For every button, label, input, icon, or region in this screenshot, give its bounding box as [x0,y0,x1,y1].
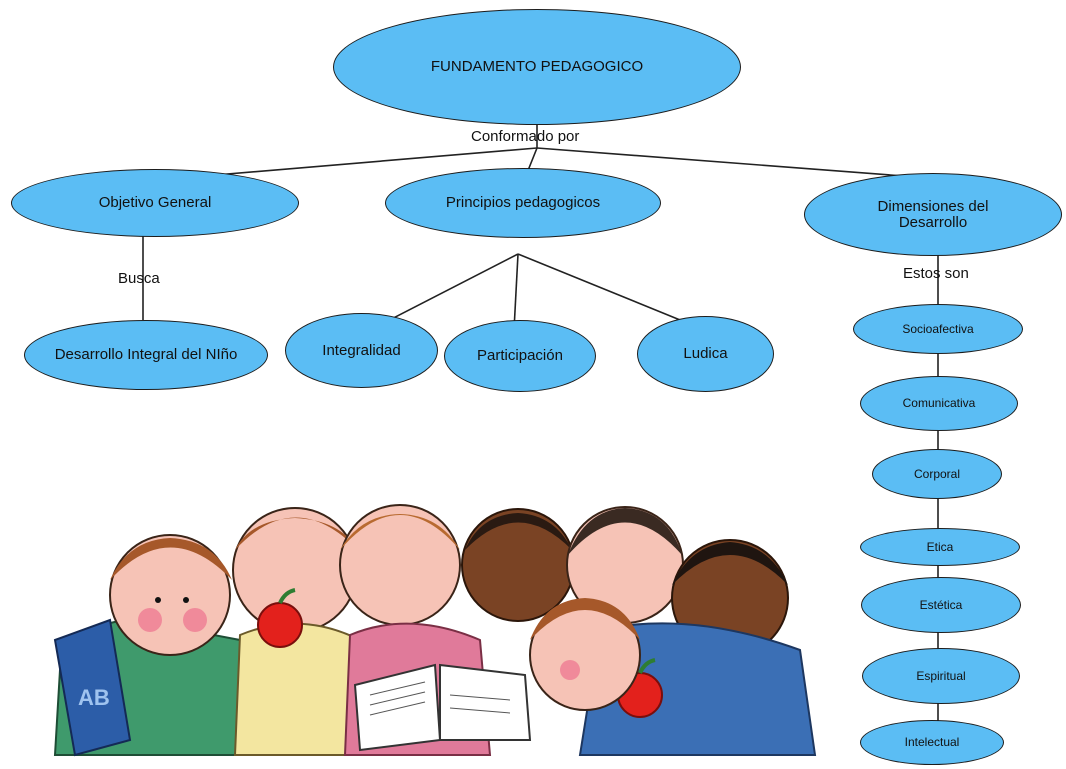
node-espiritual: Espiritual [862,648,1020,704]
node-principios-pedagogicos: Principios pedagogicos [385,168,661,238]
node-socioafectiva: Socioafectiva [853,304,1023,354]
link-label-busca: Busca [118,270,160,287]
apple-icons [257,588,663,718]
child-front-middle [529,598,641,711]
link-label-conformado: Conformado por [471,128,580,145]
link-principios-participacion [513,253,519,331]
link-root-objetivo [179,147,538,179]
node-participacion: Participación [444,320,596,392]
link-label-estos-son: Estos son [903,265,969,282]
node-comunicativa: Comunicativa [860,376,1018,431]
link-principios-ludica [517,253,686,323]
node-corporal: Corporal [872,449,1002,499]
node-estetica: Estética [861,577,1021,633]
child-front-left [109,534,232,656]
node-root: FUNDAMENTO PEDAGOGICO [333,9,741,125]
node-desarrollo-integral: Desarrollo Integral del NIño [24,320,268,390]
svg-text:AB: AB [78,685,110,710]
node-intelectual: Intelectual [860,720,1004,765]
node-objetivo-general: Objetivo General [11,169,299,237]
node-ludica: Ludica [637,316,774,392]
node-etica: Etica [860,528,1020,566]
children-reading-illustration: AB [53,504,817,757]
open-book [353,663,532,752]
blue-book: AB [53,618,132,757]
node-dimensiones-desarrollo: Dimensiones del Desarrollo [804,173,1062,256]
link-root-dimensiones [536,147,931,179]
node-integralidad: Integralidad [285,313,438,388]
